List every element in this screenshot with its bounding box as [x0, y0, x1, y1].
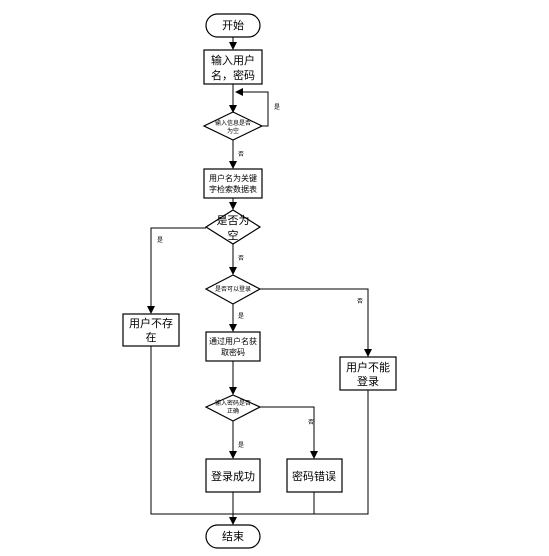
get-password-line1: 通过用户名获: [209, 336, 257, 346]
connectors: [147, 37, 372, 525]
node-password-error: 密码错误: [286, 458, 343, 493]
search-db-box: [203, 168, 263, 199]
check-input-empty-line1: 输入信息是否: [215, 119, 251, 127]
node-user-not-exist: 用户不存 在: [122, 313, 180, 347]
check-password-line1: 输入密码是否: [215, 399, 251, 407]
cannot-login-box: [339, 356, 397, 391]
get-password-line2: 取密码: [221, 347, 245, 357]
edge-labels: 是 否 是 否 否 是 否 是: [157, 104, 363, 449]
node-check-password: 输入密码是否 正确: [204, 394, 262, 422]
check-password-diamond: [204, 394, 262, 422]
password-error-label: 密码错误: [292, 469, 336, 483]
check-empty-diamond: [204, 209, 262, 245]
node-cannot-login: 用户不能 登录: [339, 356, 397, 391]
login-success-label: 登录成功: [211, 469, 255, 483]
label-no-can-login: 否: [357, 298, 363, 305]
input-credentials-line1: 输入用户: [211, 53, 255, 67]
label-no-empty: 否: [238, 255, 244, 262]
check-can-login-label: 是否可以登录: [215, 285, 251, 293]
user-not-exist-box: [122, 313, 180, 347]
label-no-1: 否: [238, 151, 244, 158]
start-label: 开始: [222, 18, 244, 32]
label-yes-pw: 是: [238, 442, 244, 449]
input-credentials-box: [203, 49, 263, 85]
search-db-line2: 字检索数据表: [209, 184, 257, 194]
check-empty-line2: 空: [228, 228, 239, 242]
node-search-db: 用户名为关键 字检索数据表: [203, 168, 263, 199]
label-yes-loop: 是: [274, 104, 280, 111]
check-input-empty-line2: 为空: [227, 127, 239, 135]
label-yes-can-login: 是: [238, 313, 244, 320]
node-check-empty: 是否为 空: [204, 209, 262, 245]
edge-empty-yes: [147, 227, 206, 314]
node-end: 结束: [205, 524, 261, 549]
user-not-exist-line2: 在: [146, 331, 157, 344]
start-terminal: [205, 13, 261, 38]
node-check-input-empty: 输入信息是否 为空: [202, 111, 264, 141]
label-no-pw: 否: [308, 419, 314, 426]
end-terminal: [205, 524, 261, 549]
end-label: 结束: [222, 530, 244, 543]
login-success-box: [205, 458, 261, 493]
node-login-success: 登录成功: [205, 458, 261, 493]
cannot-login-line1: 用户不能: [346, 360, 390, 374]
node-start: 开始: [205, 13, 261, 38]
check-can-login-diamond: [204, 274, 262, 305]
get-password-box: [205, 331, 261, 362]
node-input-credentials: 输入用户 名，密码: [203, 49, 263, 85]
check-input-empty-diamond: [202, 111, 264, 141]
edge-not-exist-to-merge: [150, 346, 369, 515]
input-credentials-line2: 名，密码: [211, 68, 255, 82]
check-password-line2: 正确: [227, 407, 239, 415]
edge-can-login-no: [260, 288, 372, 357]
check-empty-line1: 是否为: [217, 214, 250, 227]
cannot-login-line2: 登录: [357, 374, 379, 388]
user-not-exist-line1: 用户不存: [129, 316, 173, 330]
label-yes-empty: 是: [157, 237, 163, 244]
node-check-can-login: 是否可以登录: [204, 274, 262, 305]
search-db-line1: 用户名为关键: [209, 173, 257, 183]
edge-check-pw-no: [260, 406, 318, 459]
password-error-box: [286, 458, 343, 493]
node-get-password: 通过用户名获 取密码: [205, 331, 261, 362]
edge-check-input-yes-loop: [235, 88, 269, 127]
